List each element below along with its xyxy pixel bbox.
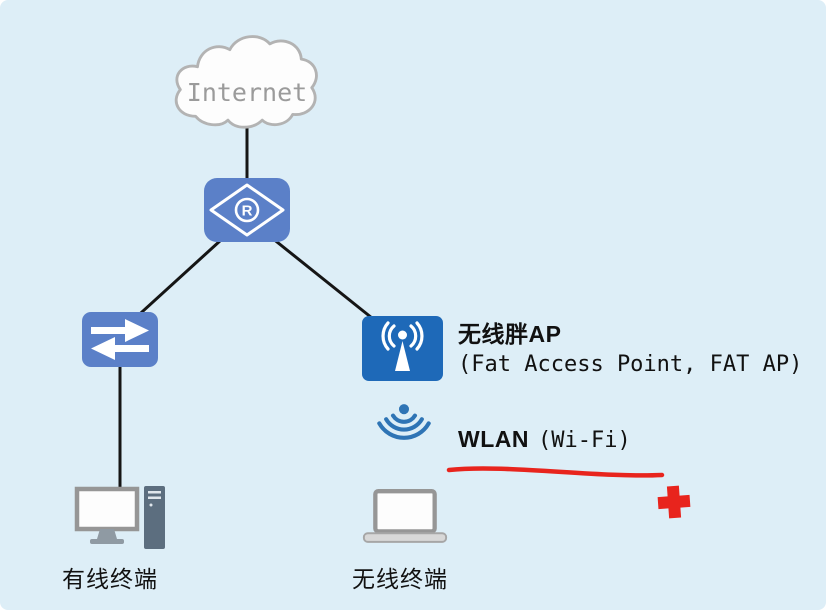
red-underline-annotation: [446, 466, 665, 478]
laptop-icon: [362, 489, 448, 543]
switch-arrow-left: [91, 337, 149, 360]
internet-cloud: [174, 35, 318, 129]
switch-arrow-right: [91, 319, 149, 342]
desktop-computer-icon: [74, 486, 165, 549]
wifi-signal-icon: [377, 404, 431, 440]
wired-terminal-label: 有线终端: [62, 566, 158, 592]
router-glyph: R: [242, 203, 253, 220]
wlan-label-bold: WLAN: [458, 426, 529, 452]
internet-label: Internet: [186, 78, 308, 107]
fat-ap-icon: [362, 316, 443, 381]
wlan-label: WLAN (Wi-Fi): [458, 426, 631, 453]
wlan-label-rest: (Wi-Fi): [537, 428, 631, 453]
red-cross-icon: [657, 485, 691, 519]
switch-icon: [82, 312, 158, 367]
ap-subtitle: (Fat Access Point, FAT AP): [458, 352, 803, 377]
wireless-terminal-label: 无线终端: [352, 566, 448, 592]
router-icon: R: [204, 178, 290, 242]
ap-title: 无线胖AP: [458, 321, 562, 347]
